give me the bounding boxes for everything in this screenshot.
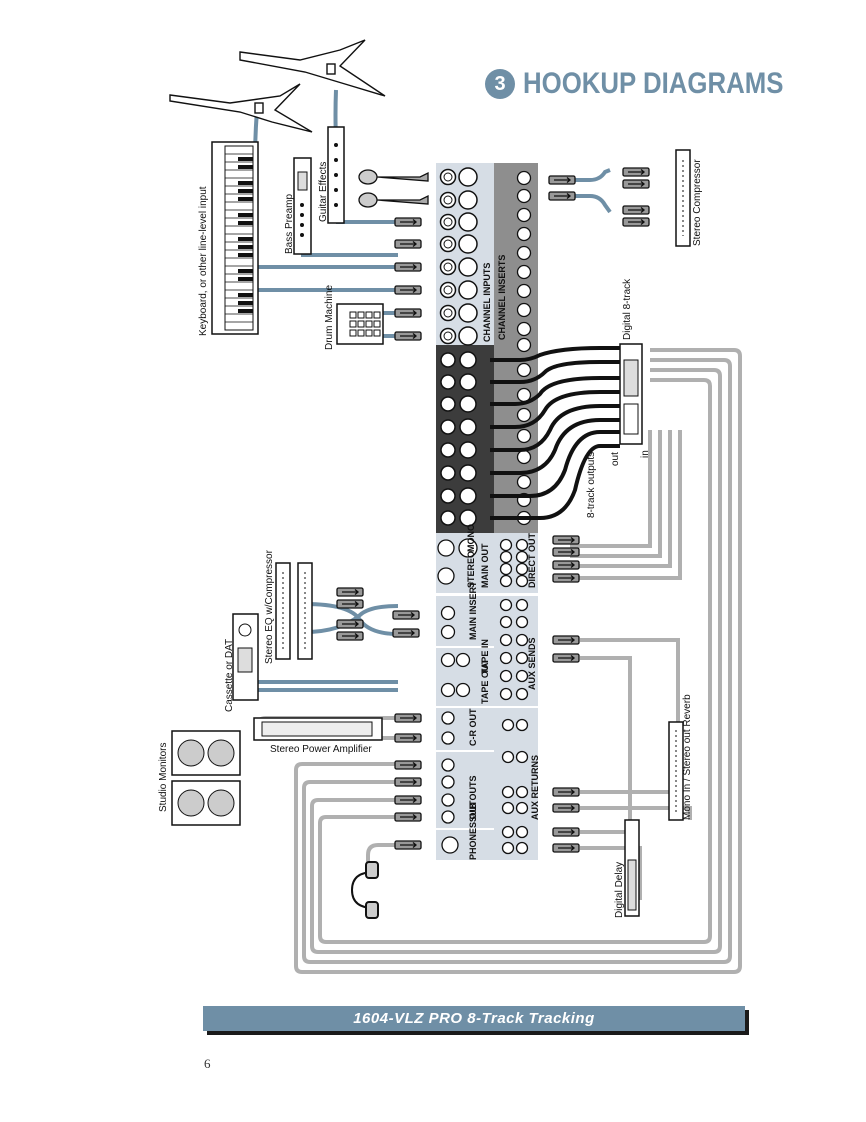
label-cassette: Cassette or DAT bbox=[224, 639, 235, 712]
mixer-labels: CHANNEL INPUTS CHANNEL INSERTS MAIN OUT … bbox=[466, 255, 540, 860]
guitar-icon bbox=[169, 39, 386, 133]
label-sub-outs: SUB OUTS bbox=[468, 775, 478, 822]
label-out: out bbox=[610, 452, 621, 466]
stereo-eq-device bbox=[275, 562, 313, 660]
headphones-icon bbox=[350, 861, 379, 919]
label-monitors: Studio Monitors bbox=[158, 743, 169, 812]
page-number: 6 bbox=[204, 1056, 211, 1071]
footer-caption-bar: 1604-VLZ PRO 8-Track Tracking bbox=[203, 1006, 745, 1031]
power-amplifier-device bbox=[253, 717, 383, 741]
label-channel-inserts: CHANNEL INSERTS bbox=[497, 255, 507, 340]
digital-delay-device bbox=[624, 819, 640, 917]
channel-input-jacks-9-16 bbox=[440, 351, 477, 527]
footer-caption: 1604-VLZ PRO 8-Track Tracking bbox=[353, 1010, 595, 1027]
keyboard-icon bbox=[211, 141, 259, 335]
section-number-badge: 3 bbox=[485, 69, 515, 99]
label-stereo-compressor: Stereo Compressor bbox=[692, 159, 703, 246]
label-aux-sends: AUX SENDS bbox=[527, 637, 537, 690]
label-main-insert: MAIN INSERT bbox=[468, 581, 478, 640]
guitar-effects-device bbox=[327, 126, 345, 224]
label-reverb: Mono In / Stereo out Reverb bbox=[682, 694, 693, 820]
label-stereo: STEREO bbox=[466, 551, 476, 588]
label-phones: PHONES OUT bbox=[468, 800, 478, 860]
label-digital-delay: Digital Delay bbox=[614, 862, 625, 918]
stereo-compressor-device bbox=[675, 149, 691, 247]
label-amplifier: Stereo Power Amplifier bbox=[270, 744, 372, 755]
label-stereo-eq: Stereo EQ w/Compressor bbox=[264, 549, 275, 664]
label-8track-outputs: 8-track outputs bbox=[586, 452, 597, 518]
label-aux-returns: AUX RETURNS bbox=[530, 755, 540, 820]
label-guitar-effects: Guitar Effects bbox=[318, 162, 329, 222]
label-direct-out: DIRECT OUT bbox=[527, 533, 537, 589]
label-tape-out: TAPE OUT bbox=[480, 659, 490, 704]
label-drum-machine: Drum Machine bbox=[324, 285, 335, 350]
page-title: HOOKUP DIAGRAMS bbox=[523, 67, 784, 100]
label-in: in bbox=[640, 450, 651, 458]
cables-black bbox=[490, 346, 620, 520]
cables-gray bbox=[256, 348, 742, 974]
label-channel-inputs: CHANNEL INPUTS bbox=[482, 263, 492, 342]
drum-machine-device bbox=[336, 303, 384, 345]
channel-input-jacks bbox=[439, 167, 478, 346]
label-keyboard: Keyboard, or other line-level input bbox=[198, 186, 209, 336]
label-main-out: MAIN OUT bbox=[480, 543, 490, 588]
output-jacks bbox=[437, 538, 529, 855]
studio-monitors-icon bbox=[171, 730, 241, 826]
page-header: 3 HOOKUP DIAGRAMS bbox=[485, 62, 826, 106]
label-bass-preamp: Bass Preamp bbox=[284, 194, 295, 254]
digital-8track-device bbox=[619, 343, 643, 445]
reverb-device bbox=[668, 721, 684, 821]
label-cr-out: C-R OUT bbox=[468, 708, 478, 746]
label-mono: MONO bbox=[466, 524, 476, 552]
bass-preamp-device bbox=[293, 157, 312, 255]
cables-blue bbox=[240, 89, 612, 692]
label-digital-8track: Digital 8-track bbox=[622, 278, 633, 340]
cassette-device bbox=[232, 613, 259, 701]
label-tape-in: TAPE IN bbox=[480, 639, 490, 674]
microphone-icon bbox=[358, 169, 429, 208]
channel-insert-jacks bbox=[516, 170, 532, 526]
